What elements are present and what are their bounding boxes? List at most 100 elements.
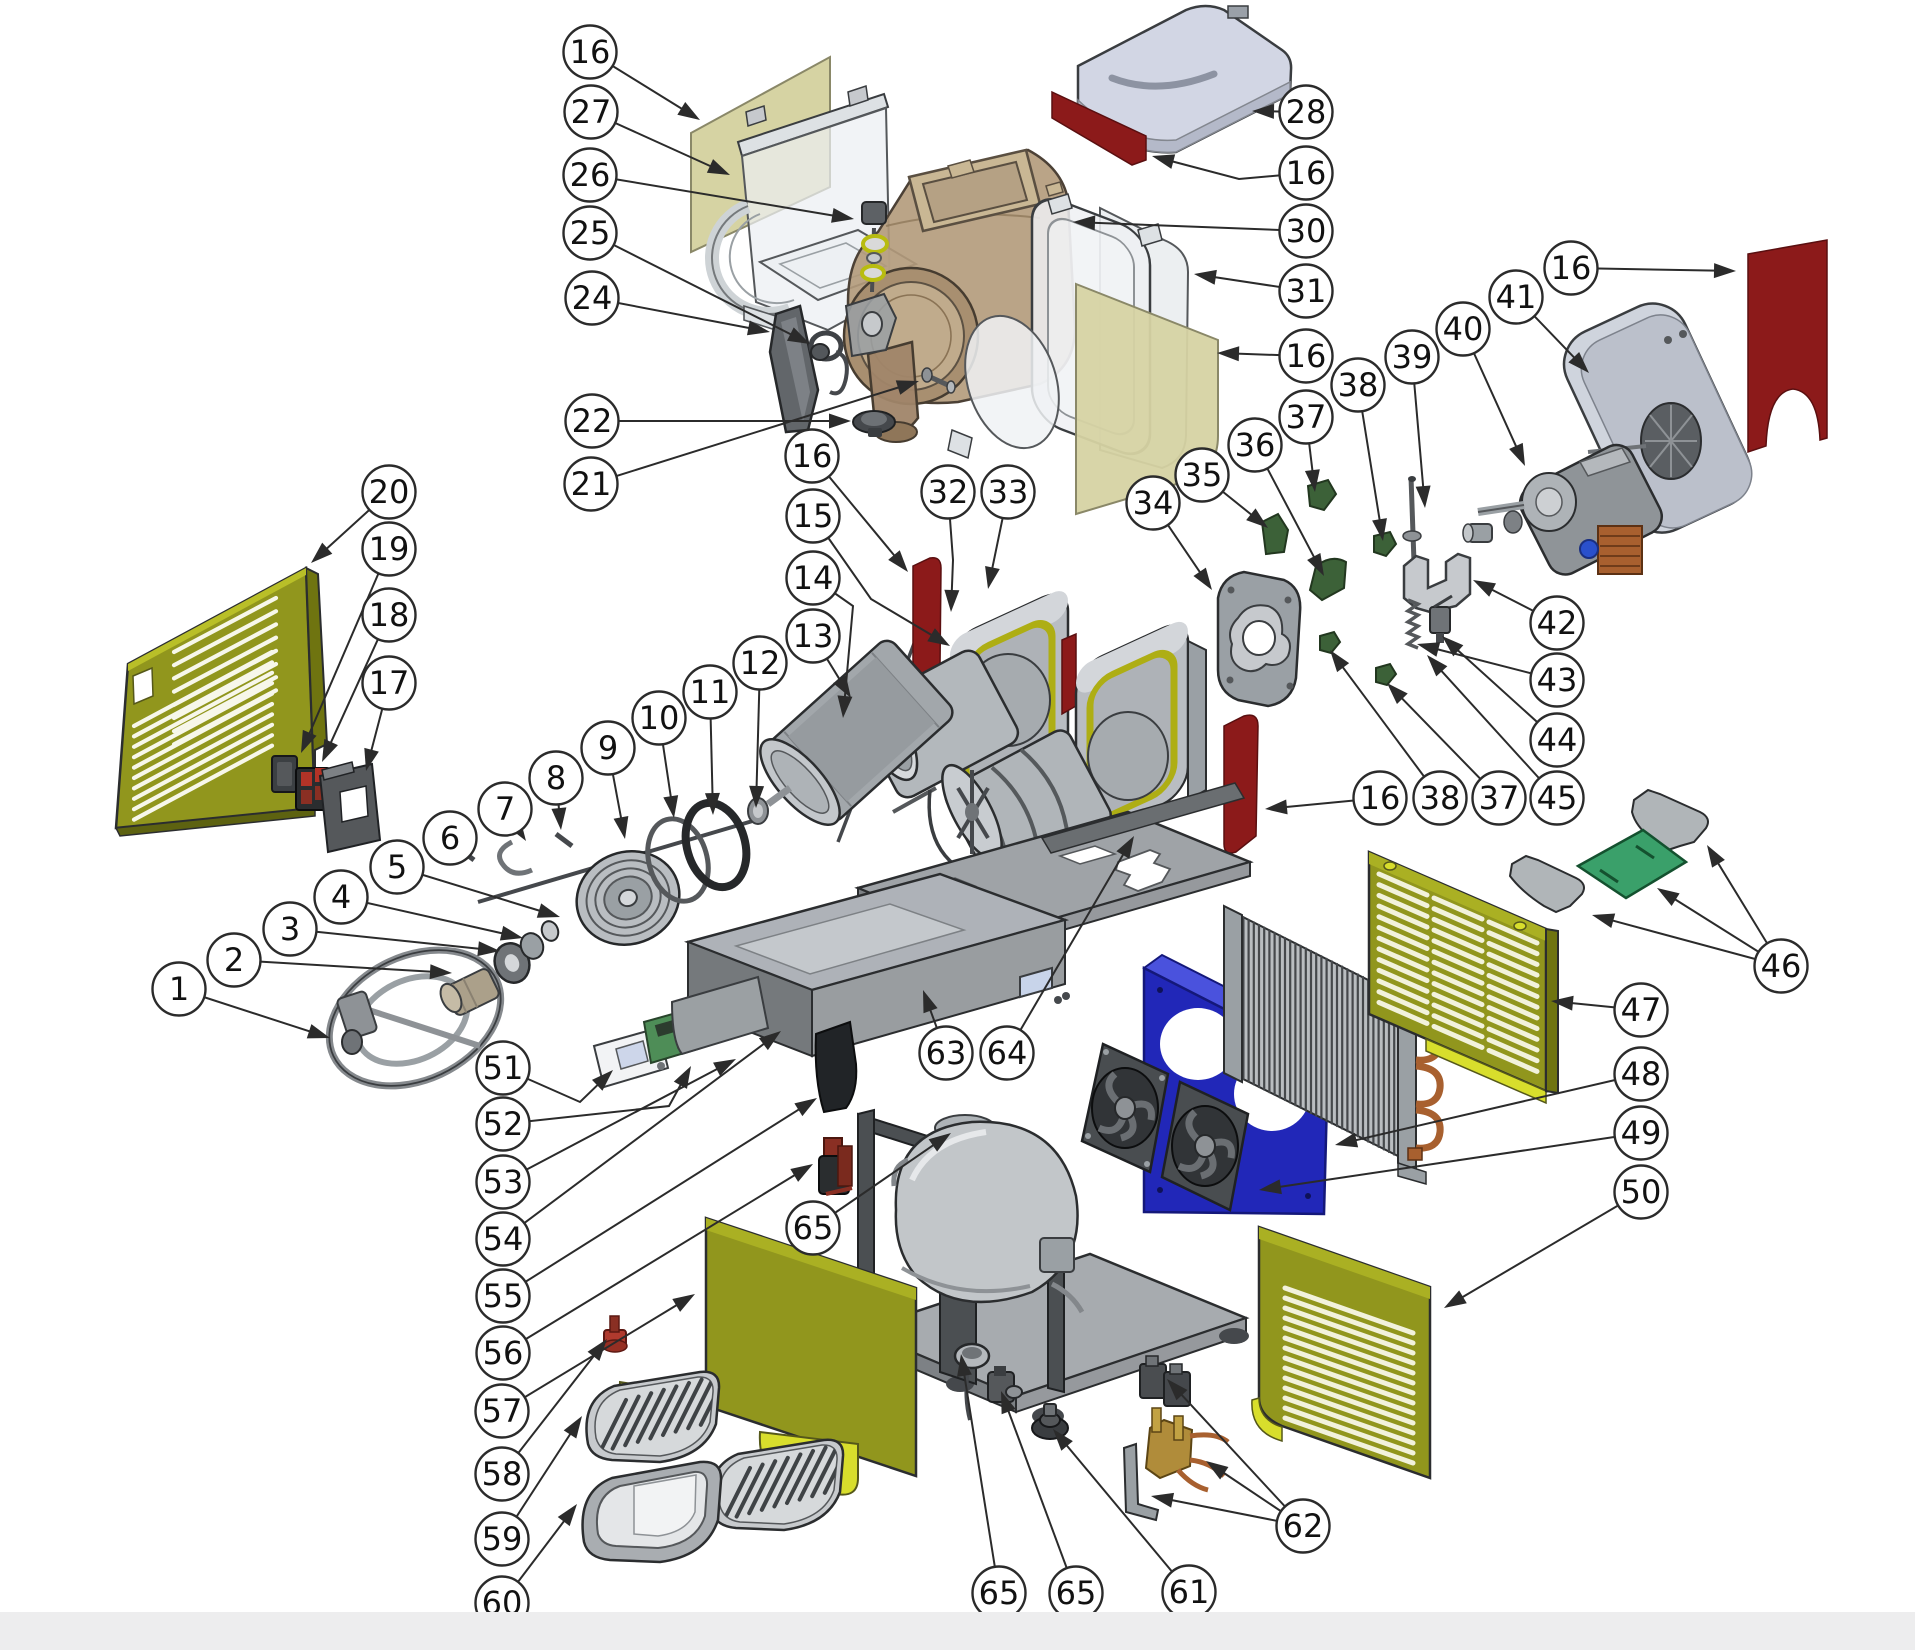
balloon-number: 58 xyxy=(482,1455,523,1493)
lower-panels-group xyxy=(581,1216,1432,1564)
balloon-53: 53 xyxy=(475,1154,531,1210)
balloon-16: 16 xyxy=(1278,328,1334,384)
balloon-36: 36 xyxy=(1227,417,1283,473)
balloon-26: 26 xyxy=(562,147,618,203)
leader-line xyxy=(1439,669,1558,799)
leader-arrowhead xyxy=(1551,995,1574,1011)
pivot-pin xyxy=(921,367,956,394)
leader-arrowhead xyxy=(1442,636,1464,657)
leader-arrowhead xyxy=(985,565,1000,589)
balloon-number: 64 xyxy=(987,1034,1028,1072)
balloon-number: 56 xyxy=(483,1334,524,1372)
leader-arrowhead xyxy=(1116,836,1134,859)
leader-arrowhead xyxy=(1217,346,1240,362)
balloon-33: 33 xyxy=(980,464,1036,520)
balloon-number: 1 xyxy=(169,970,189,1008)
balloon-16: 16 xyxy=(784,428,840,484)
balloon-57: 57 xyxy=(474,1383,530,1439)
solenoid-valve xyxy=(1122,1355,1230,1522)
balloon-9: 9 xyxy=(580,720,636,776)
balloon-number: 48 xyxy=(1621,1055,1662,1093)
balloon-38: 38 xyxy=(1330,357,1386,413)
balloon-number: 16 xyxy=(1286,337,1327,375)
balloon-61: 61 xyxy=(1161,1564,1217,1620)
balloon-1: 1 xyxy=(151,961,207,1017)
balloon-24: 24 xyxy=(564,270,620,326)
motor-housing-cover xyxy=(1562,302,1753,534)
leader-line xyxy=(812,515,934,637)
leader-arrowhead xyxy=(1073,215,1096,231)
balloon-32: 32 xyxy=(920,464,976,520)
leader-arrowhead xyxy=(1444,1290,1467,1308)
balloon-51: 51 xyxy=(475,1040,531,1096)
balloon-number: 61 xyxy=(1169,1573,1210,1611)
side-panel-left xyxy=(114,565,329,837)
o-ring-10 xyxy=(645,816,711,904)
balloon-45: 45 xyxy=(1529,770,1585,826)
leader-arrowhead xyxy=(1387,683,1408,704)
balloon-12: 12 xyxy=(732,635,788,691)
balloon-number: 50 xyxy=(1621,1173,1662,1211)
balloon-65: 65 xyxy=(1048,1565,1104,1621)
leader-arrowhead xyxy=(790,1164,813,1182)
balloon-number: 43 xyxy=(1537,661,1578,699)
balloon-3: 3 xyxy=(262,901,318,957)
balloon-16: 16 xyxy=(1278,145,1334,201)
balloon-number: 19 xyxy=(369,530,410,568)
balloon-52: 52 xyxy=(475,1096,531,1152)
balloon-35: 35 xyxy=(1174,447,1230,503)
balloon-number: 52 xyxy=(483,1105,524,1143)
leader-line xyxy=(502,1042,766,1240)
grommet xyxy=(1031,1403,1069,1440)
balloon-number: 16 xyxy=(570,33,611,71)
pressure-switch xyxy=(987,1366,1023,1403)
leader-arrowhead xyxy=(1304,469,1320,492)
leader-arrowhead xyxy=(713,1059,736,1076)
balloon-number: 30 xyxy=(1286,212,1327,250)
balloon-number: 37 xyxy=(1286,398,1327,436)
leader-arrowhead xyxy=(749,785,765,808)
balloon-number: 5 xyxy=(387,848,407,886)
balloon-15: 15 xyxy=(785,488,841,544)
leader-arrowhead xyxy=(829,413,851,429)
balloon-21: 21 xyxy=(563,456,619,512)
leader-arrowhead xyxy=(1592,913,1616,928)
leader-arrowhead xyxy=(957,1354,972,1377)
leader-arrowhead xyxy=(1713,263,1736,279)
starter-relay xyxy=(818,1137,853,1196)
balloon-number: 53 xyxy=(483,1163,524,1201)
balloon-62: 62 xyxy=(1275,1498,1331,1554)
balloon-number: 33 xyxy=(988,473,1029,511)
balloon-16: 16 xyxy=(1352,770,1408,826)
balloon-number: 3 xyxy=(280,910,300,948)
spring-43 xyxy=(1404,598,1422,650)
balloon-28: 28 xyxy=(1278,84,1334,140)
balloon-number: 26 xyxy=(570,156,611,194)
balloon-65: 65 xyxy=(971,1565,1027,1621)
balloon-30: 30 xyxy=(1278,203,1334,259)
felt-strip-lid xyxy=(1051,90,1147,166)
balloon-42: 42 xyxy=(1529,595,1585,651)
compressor-dome xyxy=(891,1114,1085,1314)
balloon-16: 16 xyxy=(1543,240,1599,296)
balloon-number: 38 xyxy=(1420,779,1461,817)
controller-pcb-group xyxy=(1508,788,1709,914)
leader-arrowhead xyxy=(591,1070,613,1091)
leader-line xyxy=(1065,1443,1190,1593)
o-ring-11 xyxy=(681,798,751,892)
bracket-42 xyxy=(1402,552,1472,614)
leader-arrowhead xyxy=(1330,650,1350,673)
leader-arrowhead xyxy=(672,1294,695,1312)
leader-arrowhead xyxy=(923,990,938,1014)
leader-line xyxy=(289,928,481,950)
leader-arrowhead xyxy=(1335,1132,1359,1148)
balloon-number: 12 xyxy=(740,644,781,682)
drip-cap xyxy=(852,410,896,437)
fuse-cover xyxy=(271,755,298,793)
leader-line xyxy=(590,386,901,485)
leader-arrowhead xyxy=(1194,269,1217,285)
drip-grate-2 xyxy=(709,1438,845,1532)
leader-arrowhead xyxy=(1001,1391,1016,1415)
balloon-number: 17 xyxy=(369,664,410,702)
balloon-56: 56 xyxy=(475,1325,531,1381)
